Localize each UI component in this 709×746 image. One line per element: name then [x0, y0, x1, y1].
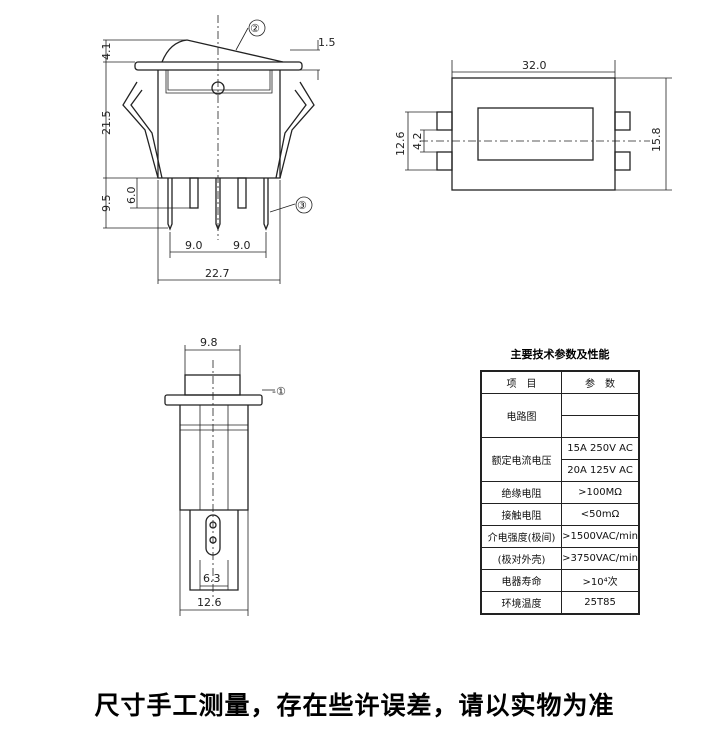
row-value: 20A 125V AC	[561, 459, 640, 482]
dim-pin-length: 9.5	[100, 195, 113, 213]
dim-button-width: 9.8	[200, 336, 218, 349]
front-view: ② ③ 4.1 21.5 9.5 6.0 1.5 9.0 9.0 22.7	[100, 15, 336, 284]
spec-table-title: 主要技术参数及性能	[510, 348, 610, 361]
row-item: 电路图	[480, 393, 563, 438]
callout-3: ③	[297, 199, 307, 212]
dim-inner-width: 12.6	[394, 132, 407, 157]
table-header: 项 目 参 数	[480, 370, 640, 394]
dim-body-width: 12.6	[197, 596, 222, 609]
row-value: <50mΩ	[561, 503, 640, 526]
header-item: 项 目	[480, 370, 563, 394]
dim-width: 15.8	[650, 128, 663, 153]
header-value: 参 数	[561, 370, 640, 394]
dim-body-height: 21.5	[100, 111, 113, 136]
table-row: 介电强度(极间)>1500VAC/min	[480, 525, 640, 548]
row-value	[561, 415, 640, 438]
row-value	[561, 393, 640, 416]
row-item: 环境温度	[480, 591, 563, 615]
dim-pitch-left: 9.0	[185, 239, 203, 252]
row-item: 额定电流电压	[480, 437, 563, 482]
dim-pin-short: 6.0	[125, 187, 138, 205]
dim-gap: 4.2	[411, 133, 424, 151]
row-item: 接触电阻	[480, 503, 563, 526]
row-value: >1500VAC/min	[561, 525, 640, 548]
row-item: 电器寿命	[480, 569, 563, 592]
row-value: 15A 250V AC	[561, 437, 640, 460]
table-row: 电器寿命>10⁴次	[480, 569, 640, 592]
row-item: 绝缘电阻	[480, 481, 563, 504]
row-value: >10⁴次	[561, 569, 640, 592]
row-value: >100MΩ	[561, 481, 640, 504]
table-row: 电路图	[480, 393, 640, 438]
table-row: (极对外壳)>3750VAC/min	[480, 547, 640, 570]
dim-rocker-height: 4.1	[100, 43, 113, 61]
dim-width: 22.7	[205, 267, 230, 280]
row-item: 介电强度(极间)	[480, 525, 563, 548]
callout-1: -①	[272, 385, 286, 398]
measurement-disclaimer: 尺寸手工测量，存在些许误差，请以实物为准	[94, 691, 615, 720]
row-item: (极对外壳)	[480, 547, 563, 570]
table-row: 接触电阻<50mΩ	[480, 503, 640, 526]
dim-tab-width: 6.3	[203, 572, 221, 585]
row-value: 25T85	[561, 591, 640, 615]
table-row: 绝缘电阻>100MΩ	[480, 481, 640, 504]
dim-pitch-right: 9.0	[233, 239, 251, 252]
side-view: 9.8 -① 6.3 12.6	[164, 336, 286, 616]
top-view: 32.0 15.8 12.6 4.2	[394, 59, 672, 191]
dim-flange: 1.5	[318, 36, 336, 49]
dim-length: 32.0	[522, 59, 547, 72]
row-value: >3750VAC/min	[561, 547, 640, 570]
callout-2: ②	[250, 22, 260, 35]
